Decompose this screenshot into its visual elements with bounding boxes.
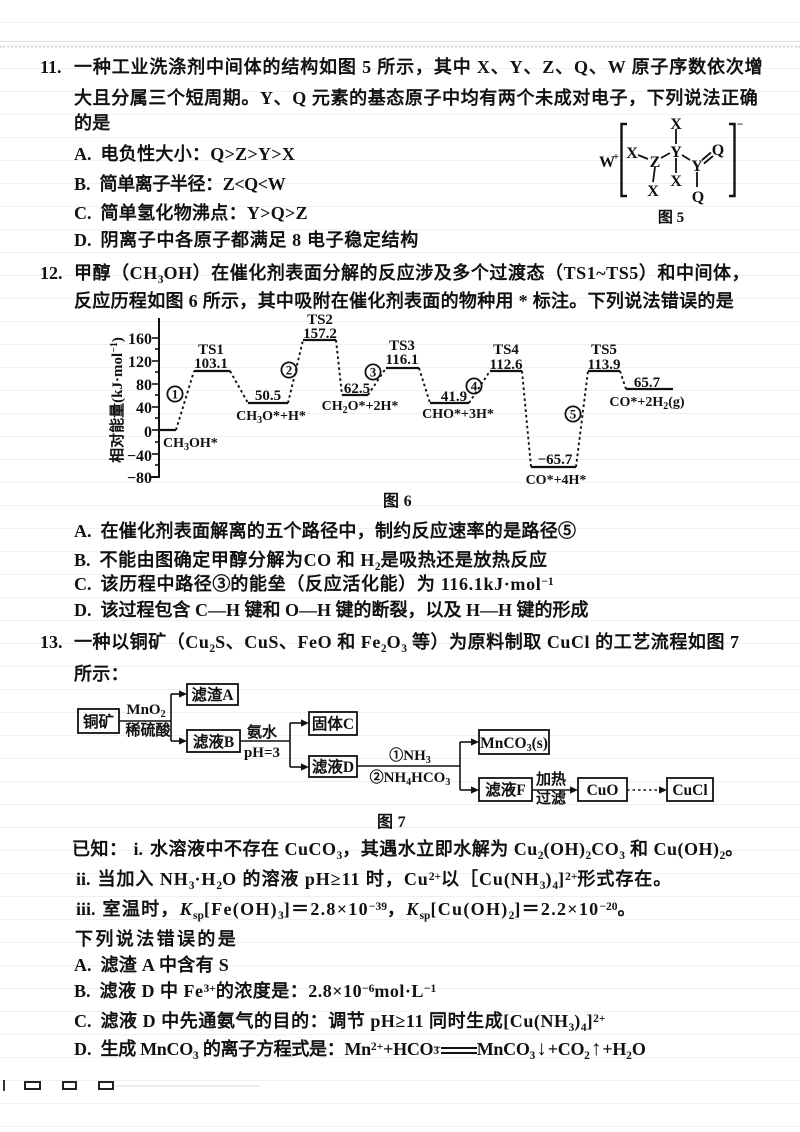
svg-text:铜矿: 铜矿	[83, 712, 115, 731]
svg-text:②NH4HCO3: ②NH4HCO3	[370, 769, 451, 788]
svg-text:4: 4	[471, 379, 478, 394]
svg-text:41.9: 41.9	[441, 389, 467, 405]
svg-text:CO*+2H2(g): CO*+2H2(g)	[609, 395, 685, 412]
svg-text:①NH3: ①NH3	[389, 747, 431, 766]
svg-text:−: −	[737, 117, 744, 131]
svg-text:Q: Q	[692, 189, 704, 206]
svg-text:+: +	[613, 151, 619, 163]
svg-text:CH3OH*: CH3OH*	[163, 436, 218, 453]
svg-text:CuO: CuO	[587, 782, 619, 799]
svg-text:2: 2	[286, 363, 293, 378]
svg-text:pH=3: pH=3	[244, 745, 280, 761]
svg-text:滤液B: 滤液B	[193, 732, 234, 751]
svg-text:Q: Q	[712, 142, 724, 159]
svg-text:图 5: 图 5	[658, 209, 684, 226]
svg-text:加热: 加热	[535, 770, 566, 788]
svg-text:TS4: TS4	[493, 342, 519, 358]
svg-text:TS3: TS3	[389, 338, 415, 354]
svg-text:CO*+4H*: CO*+4H*	[526, 473, 587, 488]
svg-text:CuCl: CuCl	[672, 782, 708, 799]
svg-text:X: X	[670, 173, 682, 190]
svg-text:80: 80	[136, 377, 152, 394]
svg-text:Z: Z	[650, 154, 661, 171]
svg-text:CHO*+3H*: CHO*+3H*	[422, 407, 494, 422]
svg-text:CH3O*+H*: CH3O*+H*	[236, 409, 306, 426]
svg-text:1: 1	[172, 387, 179, 402]
svg-text:−65.7: −65.7	[538, 452, 573, 468]
svg-text:157.2: 157.2	[303, 326, 337, 342]
svg-text:40: 40	[136, 400, 152, 417]
svg-text:65.7: 65.7	[634, 375, 661, 391]
svg-text:MnO2: MnO2	[126, 702, 165, 720]
svg-text:滤液D: 滤液D	[312, 757, 354, 776]
svg-text:TS2: TS2	[307, 312, 333, 328]
svg-text:滤渣A: 滤渣A	[191, 685, 234, 704]
svg-text:X: X	[670, 116, 682, 133]
svg-text:TS5: TS5	[591, 342, 617, 358]
svg-text:滤液F: 滤液F	[485, 780, 525, 799]
svg-text:TS1: TS1	[198, 342, 224, 358]
svg-text:固体C: 固体C	[312, 714, 354, 733]
svg-text:0: 0	[144, 424, 152, 441]
svg-text:Y: Y	[691, 158, 703, 175]
svg-text:120: 120	[128, 354, 152, 371]
svg-text:CH2O*+2H*: CH2O*+2H*	[322, 399, 399, 416]
svg-text:过滤: 过滤	[536, 789, 566, 807]
svg-text:103.1: 103.1	[194, 356, 228, 372]
svg-text:3: 3	[370, 365, 377, 380]
svg-text:62.5: 62.5	[344, 381, 370, 397]
svg-text:相对能量(kJ·mol−1): 相对能量(kJ·mol−1)	[108, 337, 126, 463]
svg-text:5: 5	[570, 407, 577, 422]
svg-text:X: X	[626, 145, 638, 162]
svg-text:氨水: 氨水	[247, 723, 278, 741]
svg-text:160: 160	[128, 331, 152, 348]
svg-text:116.1: 116.1	[386, 352, 419, 368]
svg-text:112.6: 112.6	[490, 357, 523, 373]
svg-text:W: W	[599, 154, 615, 171]
svg-text:X: X	[647, 183, 659, 200]
svg-text:稀硫酸: 稀硫酸	[125, 721, 171, 739]
svg-text:−80: −80	[127, 470, 152, 487]
svg-text:113.9: 113.9	[588, 357, 621, 373]
svg-text:−40: −40	[127, 448, 152, 465]
svg-text:50.5: 50.5	[255, 388, 281, 404]
svg-text:MnCO3(s): MnCO3(s)	[480, 735, 548, 754]
svg-text:Y: Y	[670, 144, 682, 161]
